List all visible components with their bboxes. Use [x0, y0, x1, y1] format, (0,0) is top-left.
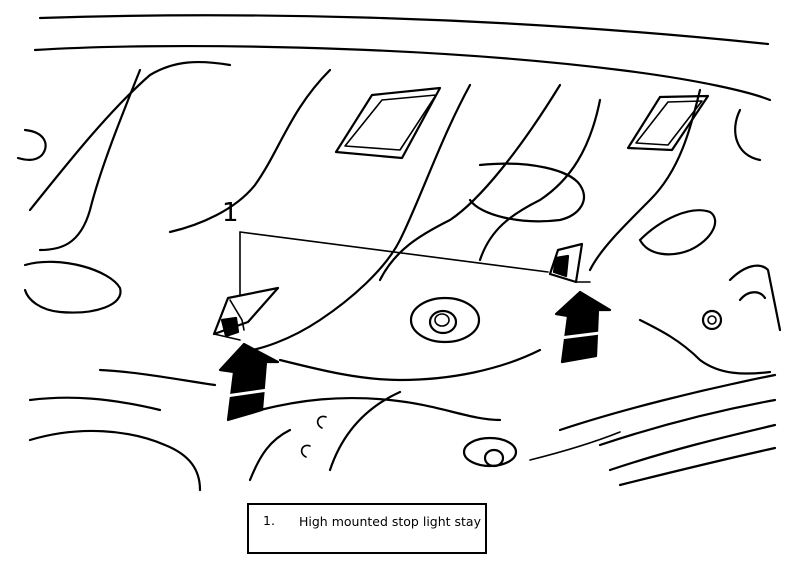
- stop-light-stay-bracket-right: [548, 242, 591, 284]
- contour-5: [478, 98, 602, 262]
- callout-number-1: 1: [222, 198, 239, 228]
- left-loop-upper: [16, 128, 47, 161]
- contour-2: [168, 68, 332, 234]
- rail-line-5: [529, 431, 621, 461]
- legend-item-number: 1.: [263, 513, 275, 528]
- direction-arrow-left: [218, 342, 280, 422]
- contour-7: [588, 88, 702, 272]
- bracket-fold-line: [229, 299, 245, 331]
- top-hole-left-inner: [344, 94, 437, 151]
- arrow-gap: [224, 388, 270, 398]
- trunk-lid-line-drawing: [16, 14, 782, 492]
- direction-arrow-icon: [218, 342, 280, 422]
- left-oval: [23, 260, 122, 314]
- contour-4: [378, 83, 562, 282]
- clip-fastener-icon: [707, 315, 717, 325]
- lower-contour-5: [258, 396, 502, 422]
- lower-contour-1: [98, 368, 217, 387]
- contour-8: [468, 162, 585, 223]
- top-hole-left: [334, 86, 442, 160]
- grommet-ring-left: [409, 296, 481, 344]
- contour-6: [734, 108, 762, 162]
- contour-3: [238, 83, 472, 354]
- lower-contour-2: [28, 396, 162, 412]
- bracket-edge: [213, 333, 241, 341]
- top-hole-right: [626, 94, 710, 152]
- top-hole-right-inner: [635, 100, 703, 146]
- c-mark-2: [300, 444, 311, 458]
- side-oval: [638, 209, 717, 256]
- arrow-gap: [558, 331, 602, 340]
- direction-arrow-right: [554, 290, 612, 364]
- callout-leader-horizontal: [239, 231, 549, 273]
- rail-line-1: [558, 373, 777, 432]
- rail-line-2: [598, 398, 777, 447]
- lower-contour-4: [278, 348, 542, 382]
- lower-contour-6: [328, 390, 402, 472]
- bracket-face: [220, 316, 240, 338]
- bracket-face: [552, 254, 570, 278]
- rail-curve: [638, 318, 772, 375]
- stop-light-stay-bracket-left: [212, 286, 280, 341]
- clip-fastener-icon: [483, 448, 505, 468]
- legend-item-text: High mounted stop light stay: [299, 514, 481, 529]
- rail-hinge-arm: [728, 264, 782, 332]
- lid-panel-edge: [28, 60, 232, 212]
- clip-fastener-icon: [434, 313, 450, 327]
- direction-arrow-icon: [554, 290, 612, 364]
- c-mark-1: [316, 415, 327, 429]
- clip-fastener-icon: [428, 309, 458, 335]
- lid-outer-edge: [38, 14, 770, 46]
- rail-hinge-arm-2: [738, 291, 767, 302]
- lid-inner-edge: [33, 44, 772, 102]
- legend-box: 1. High mounted stop light stay: [247, 503, 487, 554]
- contour-1: [38, 68, 142, 252]
- rail-line-4: [618, 446, 777, 487]
- lower-contour-3: [28, 429, 202, 492]
- clip-fastener-icon: [701, 309, 723, 331]
- rail-line-3: [608, 423, 777, 472]
- lower-contour-7: [248, 428, 292, 482]
